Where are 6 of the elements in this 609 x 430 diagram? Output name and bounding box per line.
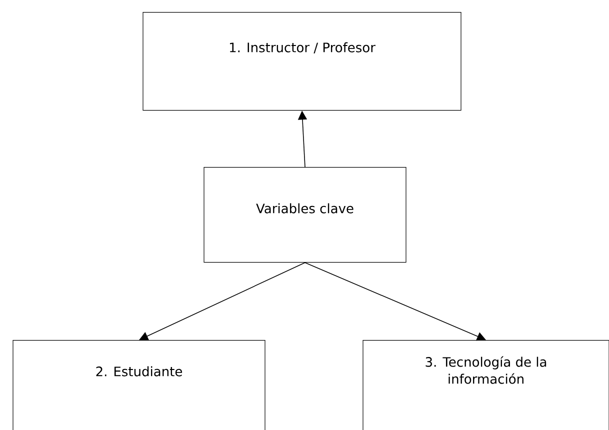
process-box: 3. Tecnología de la información <box>362 340 609 430</box>
process-box: 2. Estudiante <box>12 340 266 430</box>
process-box: 1. Instructor / Profesor <box>142 12 462 111</box>
arrow <box>139 262 306 340</box>
arrow <box>304 262 486 341</box>
process-box: Variables clave <box>204 166 406 263</box>
